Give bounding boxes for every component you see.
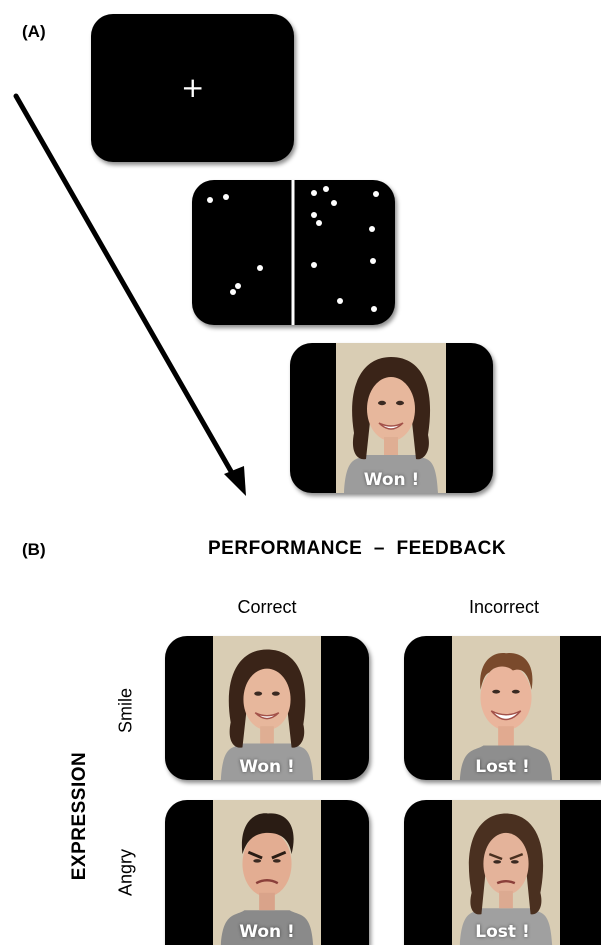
cell-smile-correct: Won ! [165,636,369,780]
row-header-smile: Smile [115,688,136,734]
column-header-incorrect: Incorrect [468,597,540,617]
column-header-correct: Correct [237,597,297,617]
expression-axis-title: EXPRESSION [69,751,90,881]
feedback-screen: Won ! [290,343,493,493]
cell-caption: Won ! [239,757,295,777]
timeline-arrow [13,93,246,496]
cell-caption: Lost ! [475,757,530,777]
face-photo-smiling-woman [213,636,321,780]
face-photo-smiling-woman [336,343,446,493]
performance-feedback-heading: PERFORMANCE – FEEDBACK [208,538,507,559]
cell-caption: Lost ! [475,922,530,942]
cell-caption: Won ! [239,922,295,942]
face-photo-angry-man [213,800,321,945]
dot-array [207,180,379,325]
face-photo-smiling-man [452,636,560,780]
fixation-cross: + [181,71,205,104]
cell-smile-incorrect: Lost ! [404,636,601,780]
dot-stimulus-screen [192,180,395,325]
cell-angry-correct: Won ! [165,800,369,945]
fixation-screen: + [91,14,294,162]
cell-angry-incorrect: Lost ! [404,800,601,945]
row-header-angry: Angry [115,848,136,897]
face-photo-angry-woman [452,800,560,945]
feedback-caption: Won ! [363,470,420,490]
panel-b-label: (B) [22,540,46,559]
panel-a-label: (A) [22,22,46,41]
